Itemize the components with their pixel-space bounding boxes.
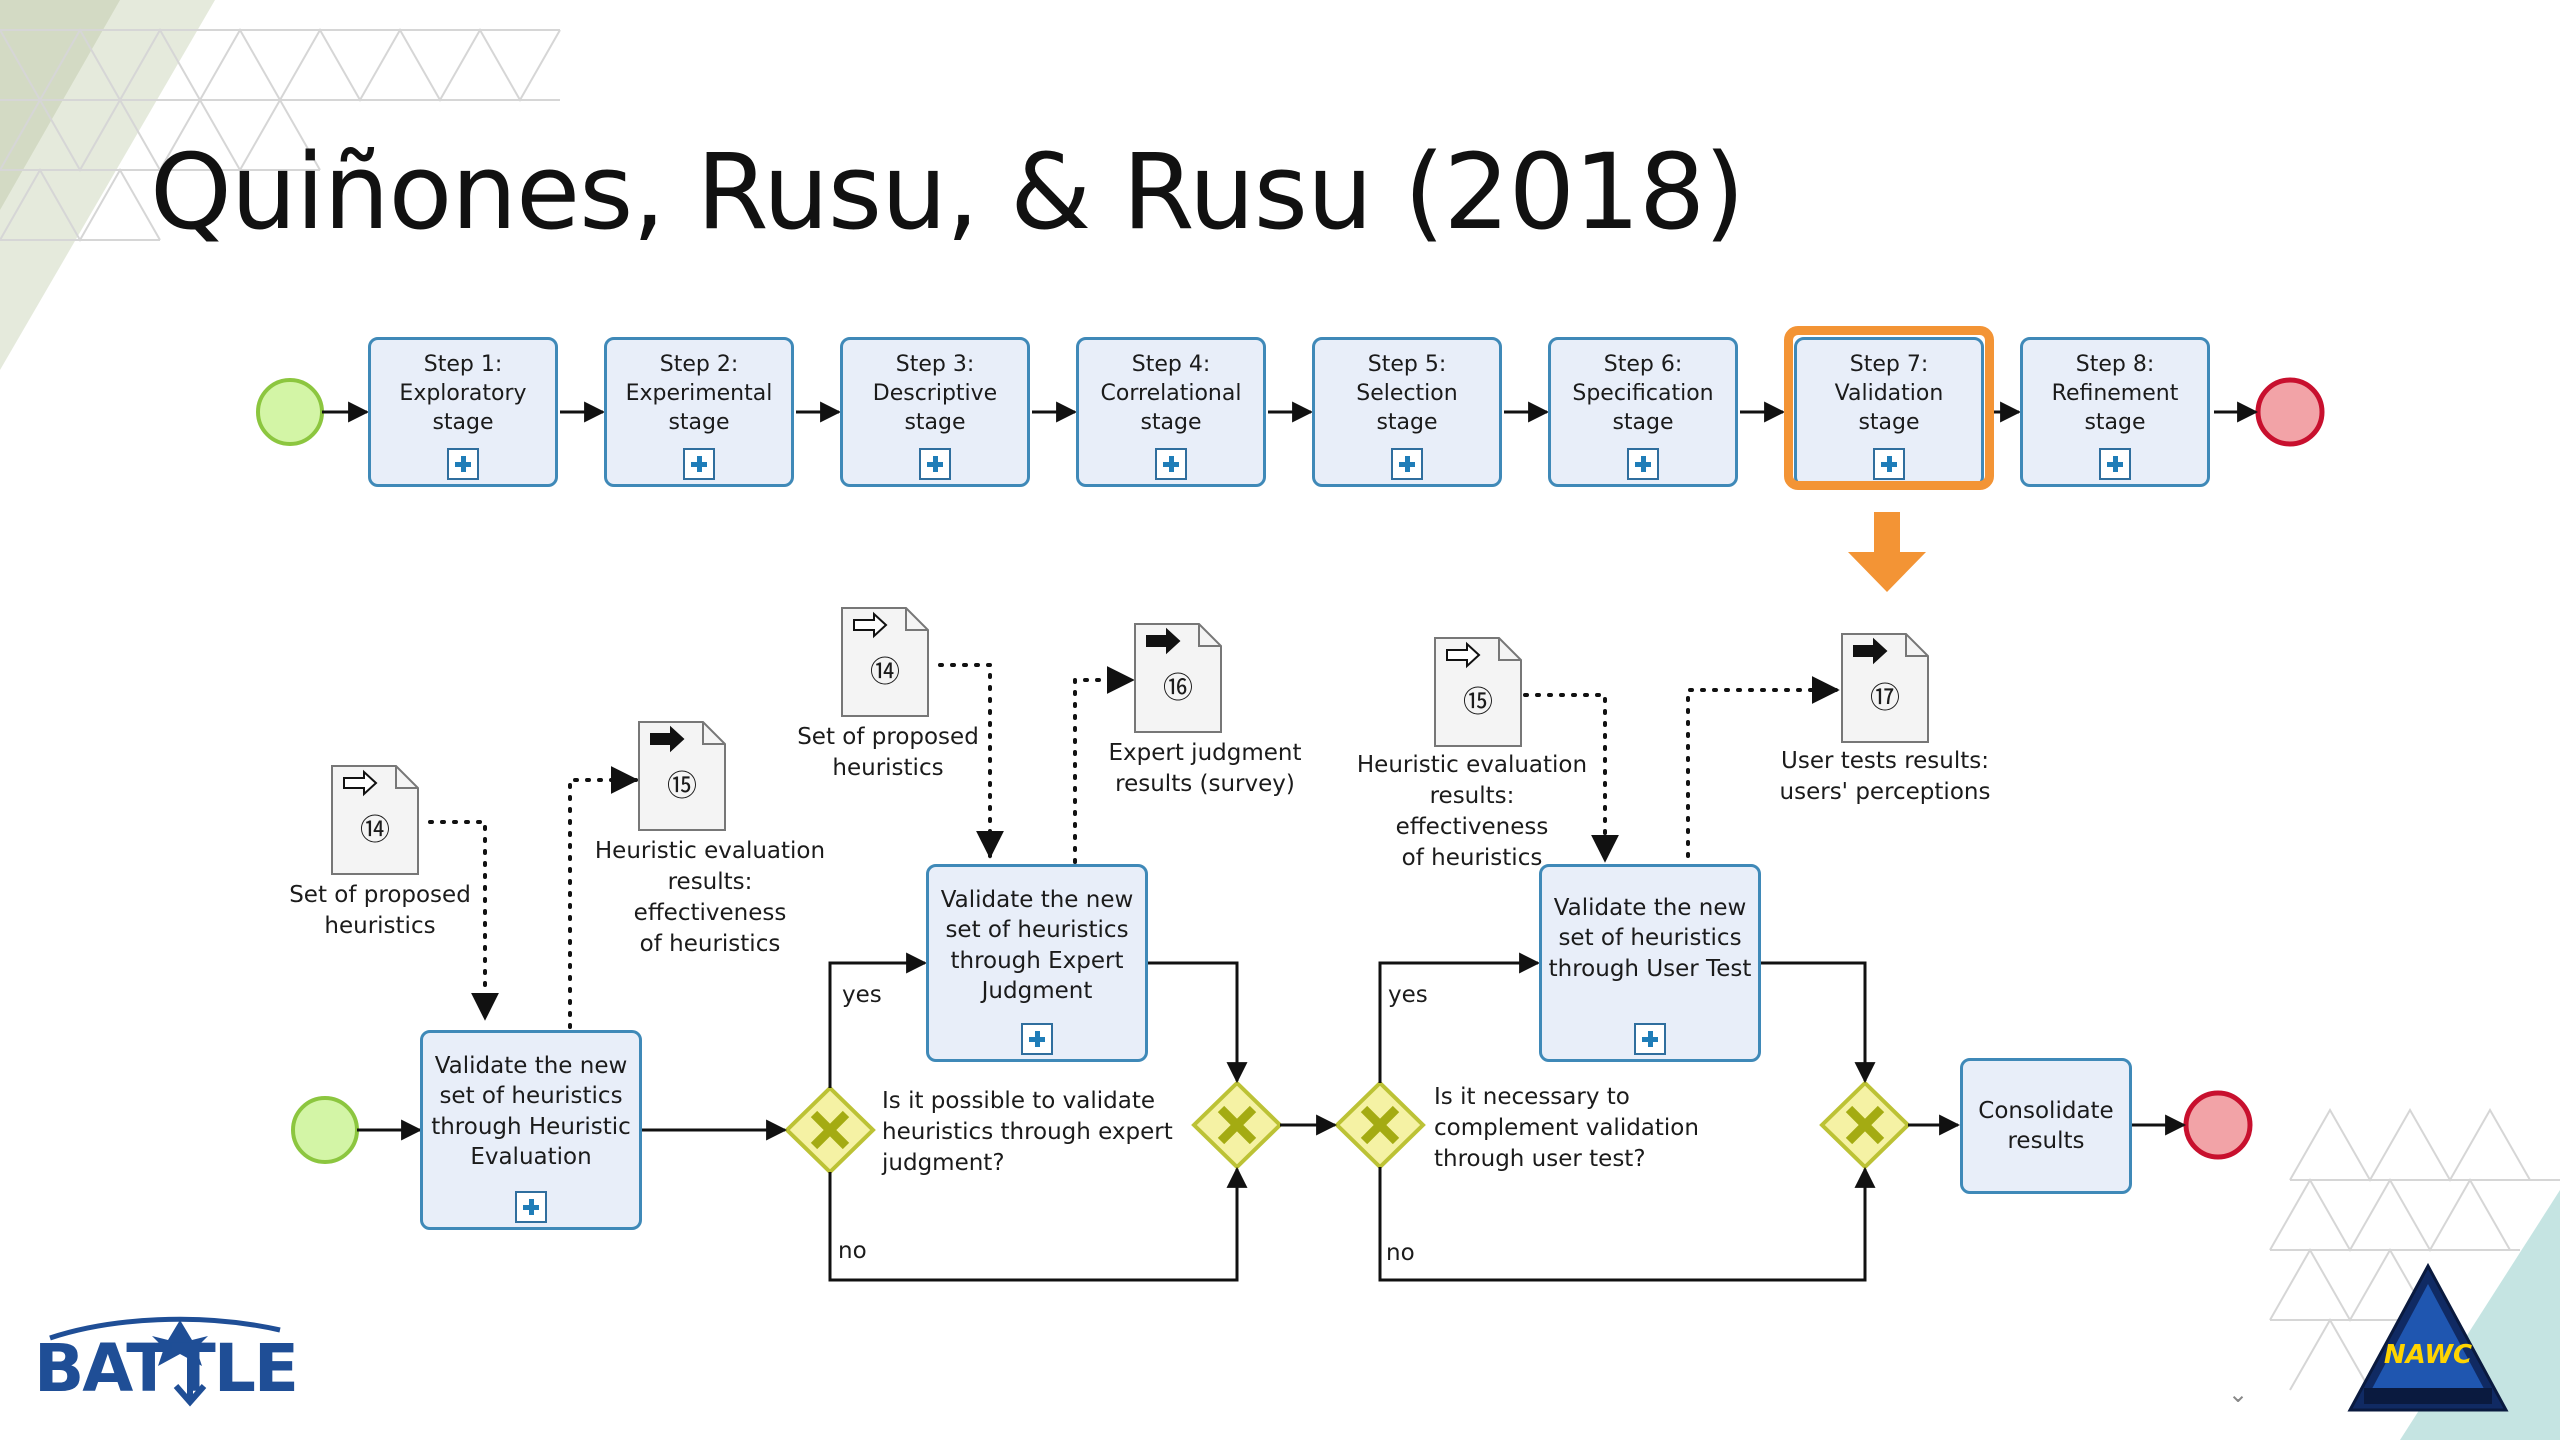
- document-number: ⑮: [667, 769, 697, 804]
- step-4-label: Step 4: Correlational stage: [1100, 352, 1242, 436]
- top-start-event: [256, 378, 324, 446]
- task-heuristic-evaluation-label: Validate the new set of heuristics throu…: [431, 1053, 631, 1171]
- expand-icon[interactable]: [1155, 448, 1187, 480]
- step-7-label: Step 7: Validation stage: [1834, 352, 1944, 436]
- document-label: Set of proposed heuristics: [797, 724, 979, 782]
- gateway-expert-question: [784, 1085, 876, 1175]
- expand-icon[interactable]: [1627, 448, 1659, 480]
- task-user-test-label: Validate the new set of heuristics throu…: [1548, 895, 1752, 982]
- gateway-merge-1: [1191, 1080, 1283, 1170]
- top-end-event: [2255, 377, 2325, 447]
- gateway-usertest-question: [1334, 1080, 1426, 1170]
- nawc-logo-text: NAWC: [2383, 1340, 2473, 1370]
- zoom-arrow: [1848, 512, 1926, 592]
- document-label: Expert judgment results (survey): [1108, 740, 1302, 798]
- step-4-box[interactable]: Step 4: Correlational stage: [1076, 337, 1266, 487]
- chevron-down-icon[interactable]: ⌄: [2228, 1380, 2249, 1408]
- step-3-label: Step 3: Descriptive stage: [872, 352, 998, 436]
- document-output-16: ⑯: [1133, 622, 1223, 734]
- step-3-box[interactable]: Step 3: Descriptive stage: [840, 337, 1030, 487]
- step-7-box[interactable]: Step 7: Validation stage: [1794, 337, 1984, 487]
- expand-icon[interactable]: [683, 448, 715, 480]
- end-event: [2183, 1090, 2253, 1160]
- document-output-17: ⑰: [1840, 632, 1930, 744]
- step-7-highlight: [1784, 326, 1994, 490]
- step-5-box[interactable]: Step 5: Selection stage: [1312, 337, 1502, 487]
- start-event: [291, 1096, 359, 1164]
- step-6-box[interactable]: Step 6: Specification stage: [1548, 337, 1738, 487]
- expand-icon[interactable]: [447, 448, 479, 480]
- sequence-flows: [357, 952, 2187, 1282]
- expand-icon[interactable]: [1873, 448, 1905, 480]
- step-8-label: Step 8: Refinement stage: [2051, 352, 2179, 436]
- branch-yes-label: yes: [842, 982, 882, 1008]
- step-8-box[interactable]: Step 8: Refinement stage: [2020, 337, 2210, 487]
- document-number: ⑰: [1870, 681, 1900, 716]
- document-output-15: ⑮: [637, 720, 727, 832]
- task-consolidate-label: Consolidate results: [1978, 1097, 2114, 1154]
- step-1-label: Step 1: Exploratory stage: [399, 352, 527, 436]
- document-number: ⑯: [1163, 671, 1193, 706]
- task-heuristic-evaluation[interactable]: Validate the new set of heuristics throu…: [420, 1030, 642, 1230]
- document-label: Heuristic evaluation results: effectiven…: [594, 838, 826, 958]
- expand-icon[interactable]: [2099, 448, 2131, 480]
- expand-icon[interactable]: [1391, 448, 1423, 480]
- step-6-label: Step 6: Specification stage: [1572, 352, 1714, 436]
- branch-no-label: no: [1386, 1240, 1415, 1266]
- document-label: Set of proposed heuristics: [289, 882, 471, 940]
- data-associations: [428, 663, 1840, 1029]
- gateway-question-2: Is it necessary to complement validation…: [1434, 1084, 1699, 1173]
- task-expert-judgment[interactable]: Validate the new set of heuristics throu…: [926, 864, 1148, 1062]
- expand-icon[interactable]: [1634, 1023, 1666, 1055]
- task-user-test[interactable]: Validate the new set of heuristics throu…: [1539, 864, 1761, 1062]
- step-2-box[interactable]: Step 2: Experimental stage: [604, 337, 794, 487]
- document-input-14b: ⑭: [840, 606, 930, 718]
- expand-icon[interactable]: [1021, 1023, 1053, 1055]
- step-5-label: Step 5: Selection stage: [1356, 352, 1458, 436]
- step-1-box[interactable]: Step 1: Exploratory stage: [368, 337, 558, 487]
- battle-logo: BATTLE: [30, 1300, 299, 1410]
- nawc-logo: NAWC: [2340, 1260, 2510, 1420]
- document-label: Heuristic evaluation results: effectiven…: [1356, 752, 1588, 872]
- document-number: ⑮: [1463, 685, 1493, 720]
- document-number: ⑭: [360, 813, 390, 848]
- document-number: ⑭: [870, 655, 900, 690]
- step-2-label: Step 2: Experimental stage: [625, 352, 773, 436]
- task-consolidate-results[interactable]: Consolidate results: [1960, 1058, 2132, 1194]
- document-label: User tests results: users' perceptions: [1779, 748, 1991, 806]
- battle-logo-text: BATTLE: [34, 1330, 299, 1407]
- branch-yes-label: yes: [1388, 982, 1428, 1008]
- gateway-question-1: Is it possible to validate heuristics th…: [882, 1088, 1173, 1177]
- slide-title: Quiñones, Rusu, & Rusu (2018): [150, 131, 1745, 253]
- branch-no-label: no: [838, 1238, 867, 1264]
- gateway-merge-2: [1819, 1080, 1911, 1170]
- document-input-14: ⑭: [330, 764, 420, 876]
- expand-icon[interactable]: [515, 1191, 547, 1223]
- expand-icon[interactable]: [919, 448, 951, 480]
- task-expert-judgment-label: Validate the new set of heuristics throu…: [940, 887, 1134, 1005]
- document-input-15: ⑮: [1433, 636, 1523, 748]
